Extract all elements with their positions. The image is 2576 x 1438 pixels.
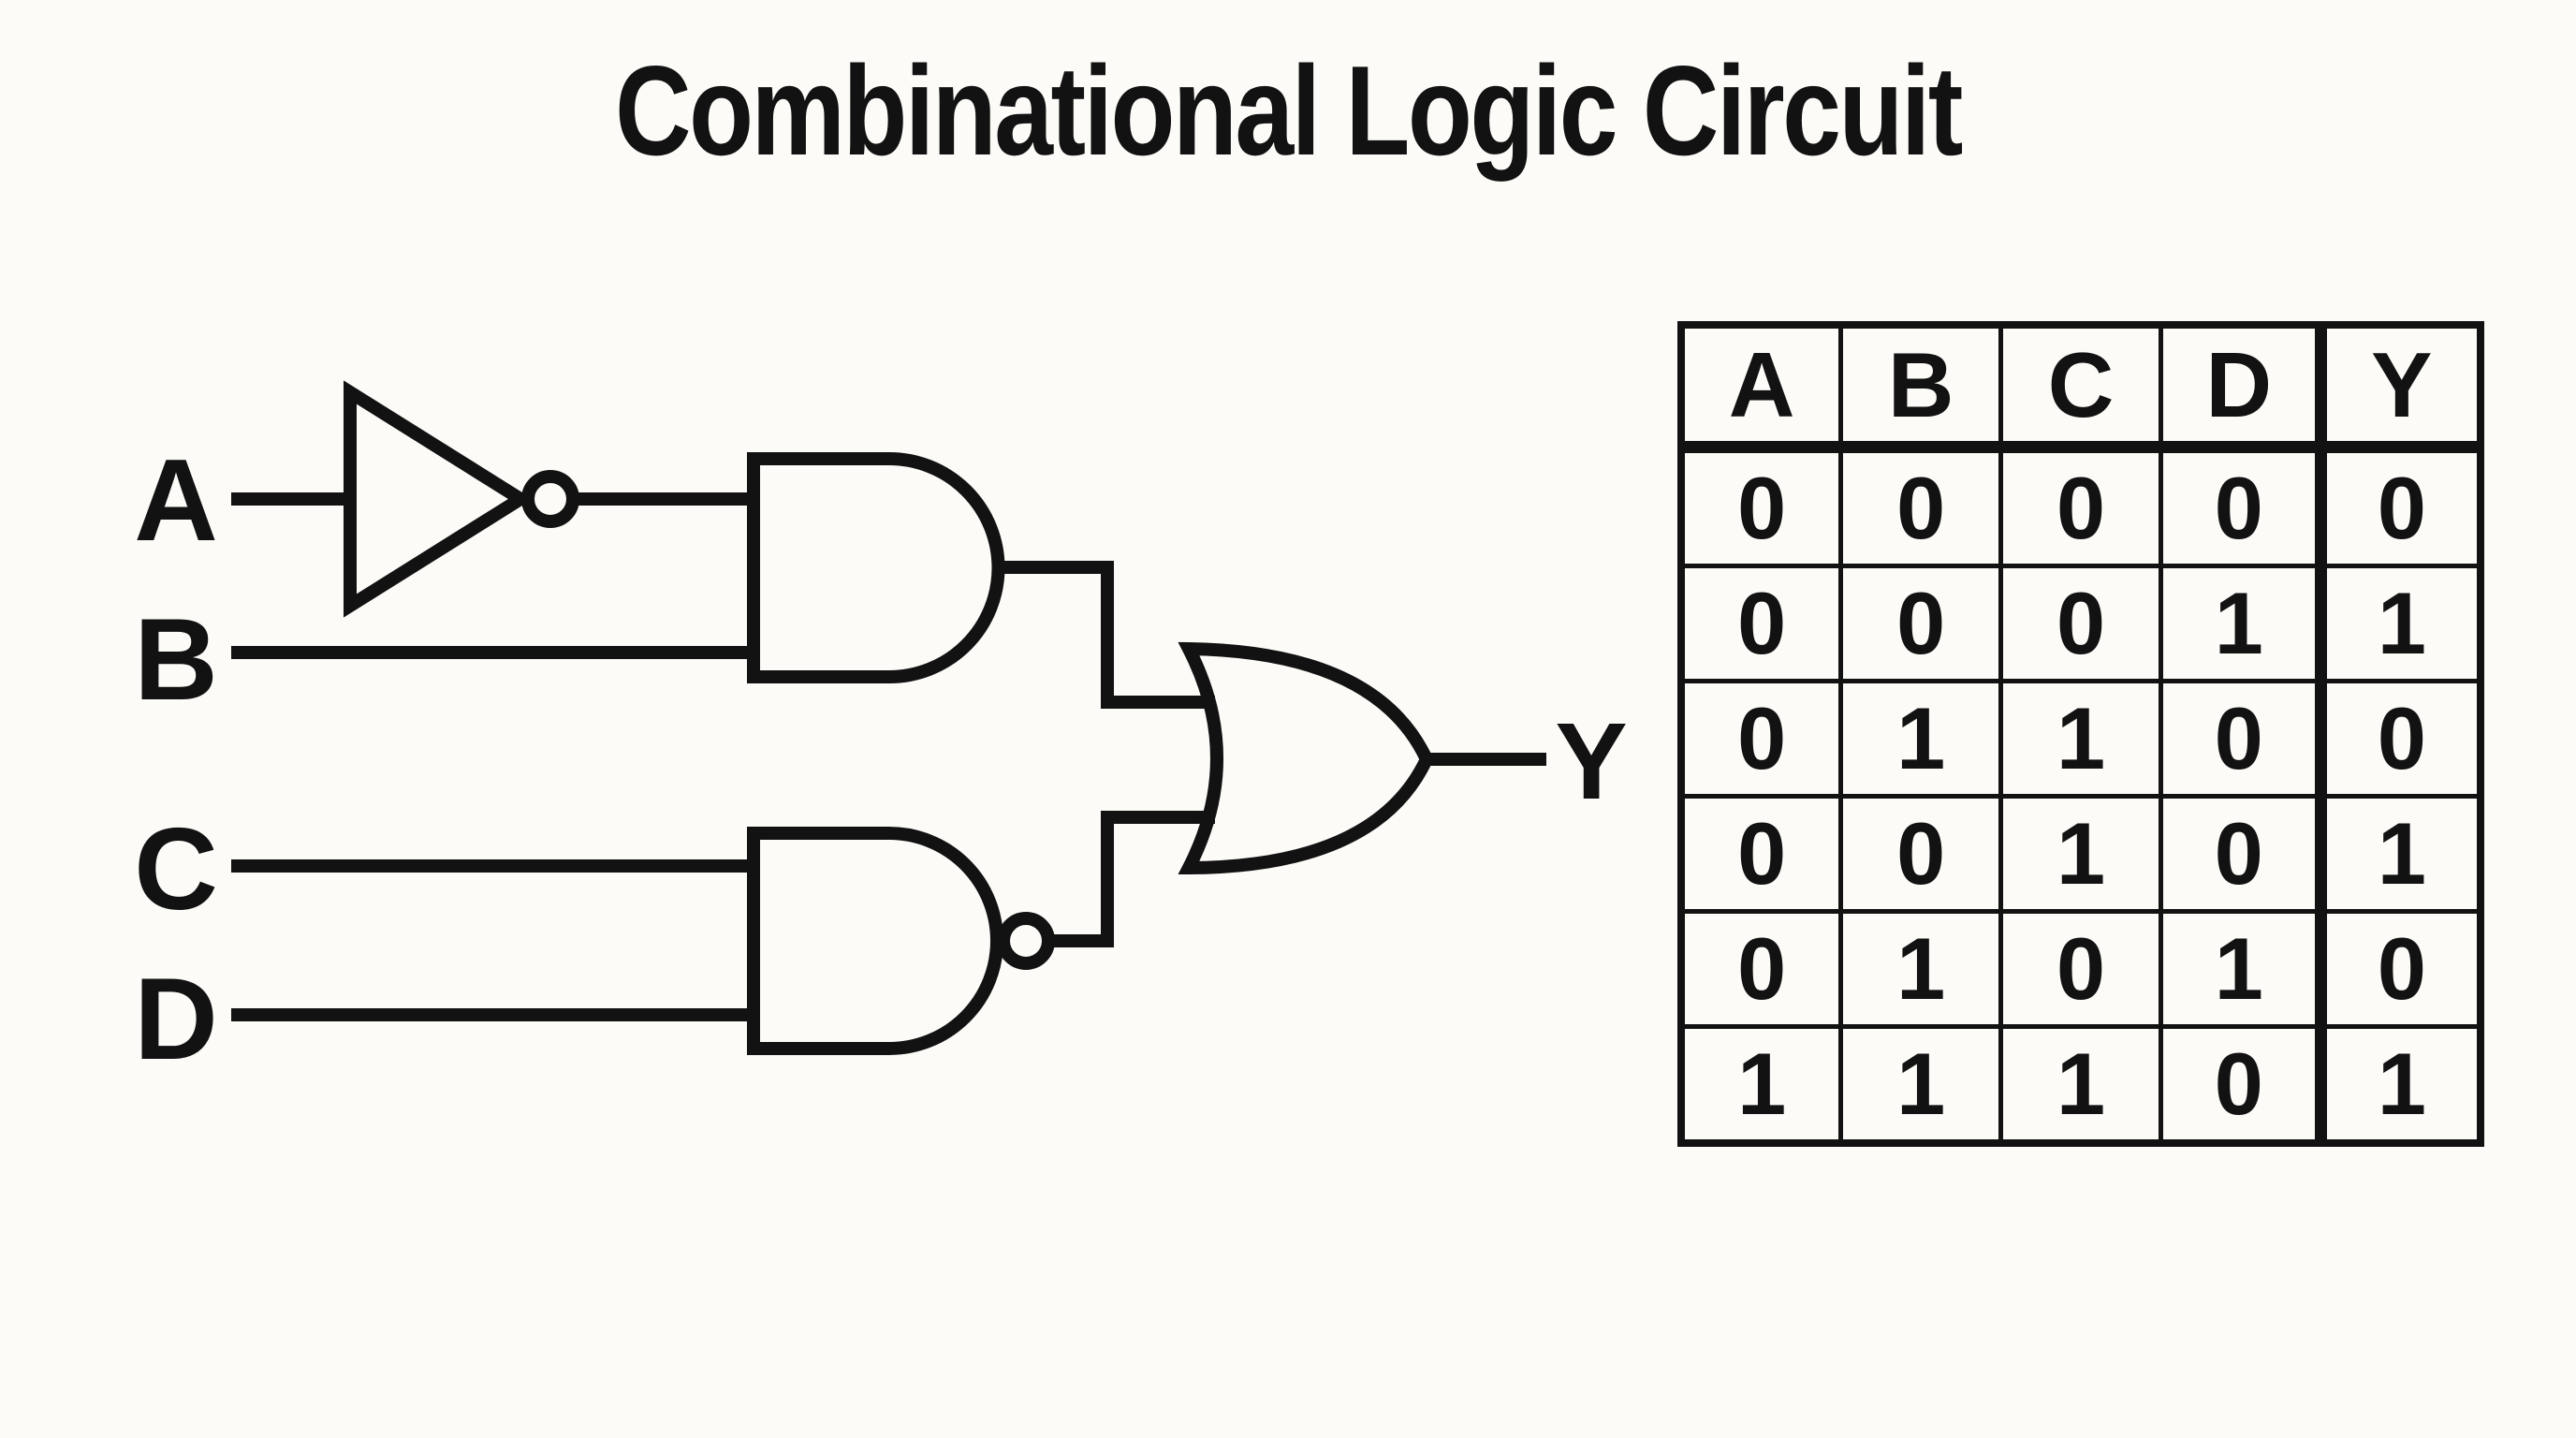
truth-table-header-b: B xyxy=(1838,322,2004,453)
page-title: Combinational Logic Circuit xyxy=(615,39,1963,182)
truth-table-cell: 1 xyxy=(1838,908,2004,1029)
truth-table-cell: 1 xyxy=(1998,794,2163,914)
truth-table-cell: 1 xyxy=(1998,679,2163,800)
truth-table-cell: 0 xyxy=(1998,564,2163,684)
truth-table-header-c: C xyxy=(1998,322,2163,453)
truth-table-cell: 0 xyxy=(2158,1023,2323,1146)
truth-table-cell: 0 xyxy=(1678,794,1844,914)
truth-table-cell: 0 xyxy=(1998,444,2163,569)
input-label-a: A xyxy=(134,436,218,565)
truth-table-cell: 1 xyxy=(1838,679,2004,800)
and-gate xyxy=(747,452,1005,683)
truth-table-cell: 0 xyxy=(1678,444,1844,569)
truth-table-cell: 1 xyxy=(1838,1023,2004,1146)
output-label-y: Y xyxy=(1555,700,1627,822)
not-gate xyxy=(344,380,579,618)
truth-table-cell: 0 xyxy=(2314,908,2483,1029)
wire-and-to-or xyxy=(999,561,1215,709)
not-gate-bubble xyxy=(521,470,579,528)
truth-table-cell: 1 xyxy=(2314,564,2483,684)
truth-table-cell: 1 xyxy=(1998,1023,2163,1146)
truth-table-header-d: D xyxy=(2158,322,2323,453)
truth-table-cell: 0 xyxy=(1678,679,1844,800)
nand-gate xyxy=(747,827,1055,1055)
truth-table-header-y: Y xyxy=(2314,322,2483,453)
nand-gate-bubble xyxy=(997,912,1055,970)
truth-table-cell: 1 xyxy=(2158,564,2323,684)
nand-gate-body xyxy=(747,827,1003,1055)
input-label-b: B xyxy=(134,595,218,725)
truth-table-cell: 0 xyxy=(1838,564,2004,684)
or-gate xyxy=(1178,641,1434,875)
truth-table-cell: 0 xyxy=(2158,679,2323,800)
truth-table-cell: 0 xyxy=(1838,794,2004,914)
truth-table-cell: 1 xyxy=(2314,794,2483,914)
input-label-c: C xyxy=(134,805,218,934)
wire-nand-to-or xyxy=(1048,811,1215,947)
truth-table-cell: 1 xyxy=(2158,908,2323,1029)
truth-table-cell: 0 xyxy=(2158,794,2323,914)
truth-table-cell: 1 xyxy=(2314,1023,2483,1146)
truth-table-cell: 0 xyxy=(1678,908,1844,1029)
not-gate-triangle xyxy=(344,380,534,618)
truth-table-cell: 0 xyxy=(1998,908,2163,1029)
truth-table-cell: 0 xyxy=(1838,444,2004,569)
truth-table-cell: 0 xyxy=(1678,564,1844,684)
input-label-d: D xyxy=(134,955,218,1084)
truth-table-cell: 1 xyxy=(1678,1023,1844,1146)
truth-table-cell: 0 xyxy=(2158,444,2323,569)
truth-table-cell: 0 xyxy=(2314,444,2483,569)
truth-table-header-a: A xyxy=(1678,322,1844,453)
truth-table-cell: 0 xyxy=(2314,679,2483,800)
